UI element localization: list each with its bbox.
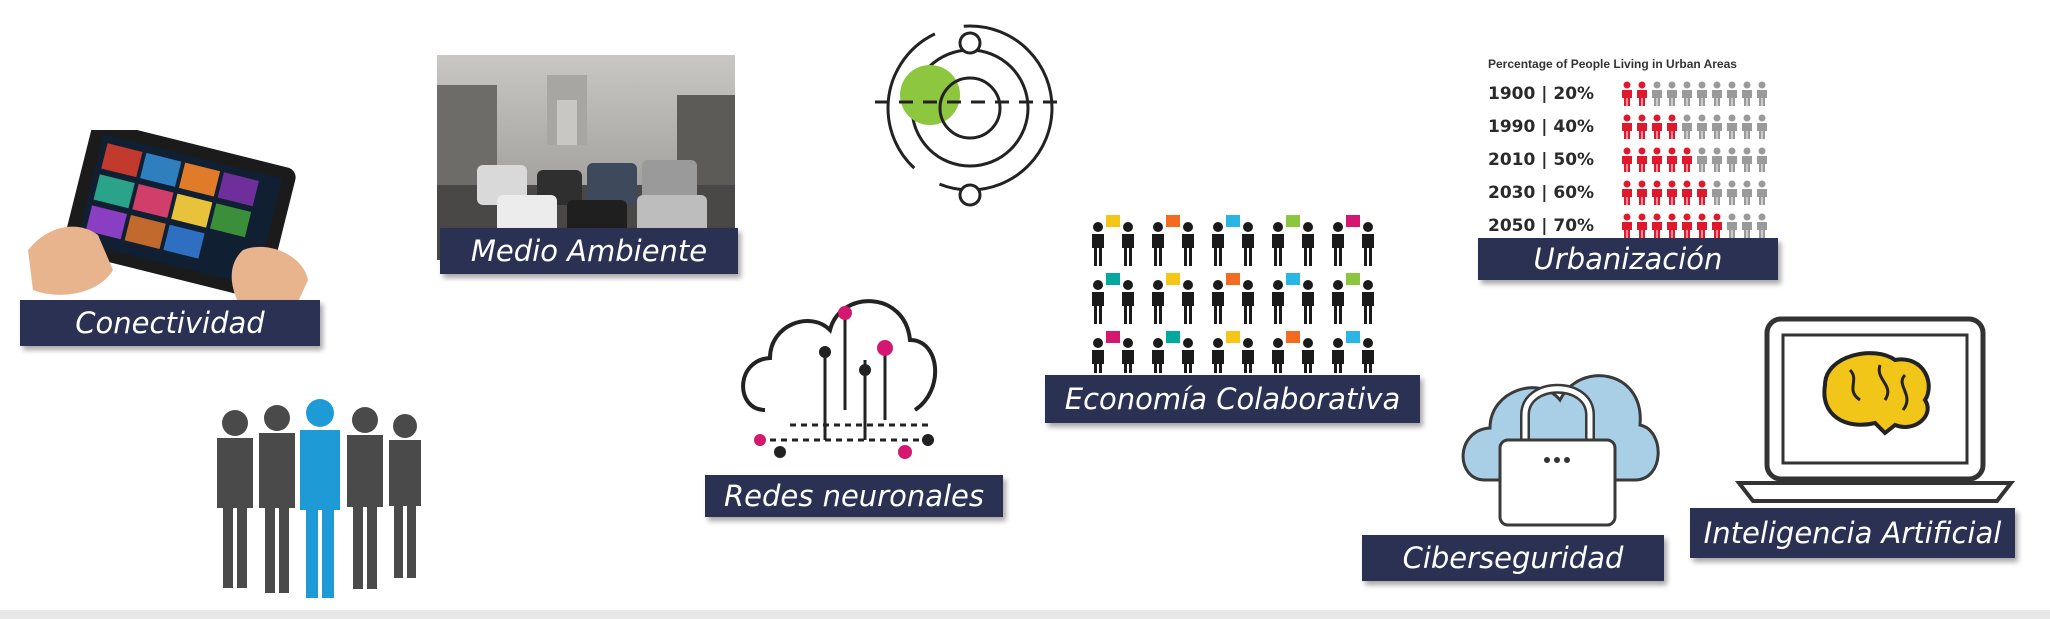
person-filled-icon [1667, 213, 1677, 238]
people-pair-icon [1272, 331, 1314, 382]
person-filled-icon [1622, 81, 1632, 106]
footer-strip [0, 610, 2050, 619]
person-filled-icon [1622, 114, 1632, 139]
urban-row: 1900 | 20% [1488, 80, 1770, 108]
person-filled-icon [1697, 213, 1707, 238]
person-empty-icon [1727, 180, 1737, 205]
traffic-photo [437, 55, 735, 260]
person-filled-icon [1637, 147, 1647, 172]
person-empty-icon [1742, 114, 1752, 139]
person-filled-icon [1637, 114, 1647, 139]
person-empty-icon [1742, 81, 1752, 106]
urban-row-label: 2050 | 70% [1488, 216, 1595, 236]
people-pair-icon [1152, 215, 1194, 266]
person-empty-icon [1742, 213, 1752, 238]
person-empty-icon [1682, 114, 1692, 139]
person-empty-icon [1727, 81, 1737, 106]
person-filled-icon [1667, 114, 1677, 139]
people-pair-icon [1332, 273, 1374, 324]
person-filled-icon [1622, 147, 1632, 172]
person-filled-icon [1652, 147, 1662, 172]
person-empty-icon [1712, 114, 1722, 139]
label-inteligencia-artificial: Inteligencia Artificial [1690, 508, 2015, 558]
people-pair-icon [1092, 215, 1134, 266]
people-pair-icon [1212, 331, 1254, 382]
person-filled-icon [1682, 180, 1692, 205]
label-economia-colaborativa: Economía Colaborativa [1045, 375, 1420, 423]
urban-row-label: 2030 | 60% [1488, 183, 1595, 203]
person-empty-icon [1757, 180, 1767, 205]
urban-row-label: 1990 | 40% [1488, 117, 1595, 137]
person-filled-icon [1712, 213, 1722, 238]
person-empty-icon [1682, 81, 1692, 106]
people-pair-icon [1332, 331, 1374, 382]
person-empty-icon [1727, 213, 1737, 238]
urban-row: 2010 | 50% [1488, 146, 1770, 174]
label-medio-ambiente: Medio Ambiente [440, 228, 738, 274]
urban-row-label: 1900 | 20% [1488, 84, 1595, 104]
person-empty-icon [1742, 147, 1752, 172]
lock-cloud-icon [1455, 350, 1660, 535]
person-empty-icon [1712, 81, 1722, 106]
person-filled-icon [1652, 114, 1662, 139]
people-pair-icon [1212, 215, 1254, 266]
neural-cloud-icon [730, 270, 945, 470]
person-empty-icon [1742, 180, 1752, 205]
people-pair-icon [1272, 215, 1314, 266]
people-pair-icon [1332, 215, 1374, 266]
person-empty-icon [1697, 114, 1707, 139]
urban-chart-title: Percentage of People Living in Urban Are… [1488, 57, 1737, 71]
person-filled-icon [1652, 180, 1662, 205]
label-urbanizacion: Urbanización [1478, 238, 1778, 280]
people-group-icon [205, 398, 435, 598]
person-filled-icon [1622, 213, 1632, 238]
person-empty-icon [1697, 147, 1707, 172]
people-pair-icon [1092, 331, 1134, 382]
label-redes-neuronales: Redes neuronales [705, 475, 1003, 517]
person-filled-icon [1682, 213, 1692, 238]
person-empty-icon [1727, 114, 1737, 139]
person-empty-icon [1757, 213, 1767, 238]
people-pair-icon [1152, 273, 1194, 324]
label-conectividad: Conectividad [20, 300, 320, 346]
person-filled-icon [1622, 180, 1632, 205]
label-ciberseguridad: Ciberseguridad [1362, 535, 1664, 581]
person-empty-icon [1727, 147, 1737, 172]
person-empty-icon [1697, 81, 1707, 106]
people-pair-icon [1092, 273, 1134, 324]
tablet-icon [18, 121, 318, 305]
person-filled-icon [1667, 180, 1677, 205]
person-filled-icon [1652, 213, 1662, 238]
person-filled-icon [1682, 147, 1692, 172]
person-empty-icon [1757, 81, 1767, 106]
person-empty-icon [1652, 81, 1662, 106]
person-empty-icon [1712, 147, 1722, 172]
people-pair-icon [1272, 273, 1314, 324]
person-empty-icon [1757, 114, 1767, 139]
urban-row: 1990 | 40% [1488, 113, 1770, 141]
urban-row: 2050 | 70% [1488, 212, 1770, 240]
orbit-icon [875, 15, 1065, 210]
people-pair-icon [1152, 331, 1194, 382]
person-filled-icon [1697, 180, 1707, 205]
person-empty-icon [1712, 180, 1722, 205]
people-pair-icon [1212, 273, 1254, 324]
person-filled-icon [1637, 213, 1647, 238]
people-exchange-icon [1090, 205, 1395, 382]
person-empty-icon [1667, 81, 1677, 106]
laptop-brain-icon [1734, 315, 2016, 505]
person-empty-icon [1757, 147, 1767, 172]
person-filled-icon [1637, 180, 1647, 205]
person-filled-icon [1667, 147, 1677, 172]
urban-row: 2030 | 60% [1488, 179, 1770, 207]
urban-row-label: 2010 | 50% [1488, 150, 1595, 170]
person-filled-icon [1637, 81, 1647, 106]
